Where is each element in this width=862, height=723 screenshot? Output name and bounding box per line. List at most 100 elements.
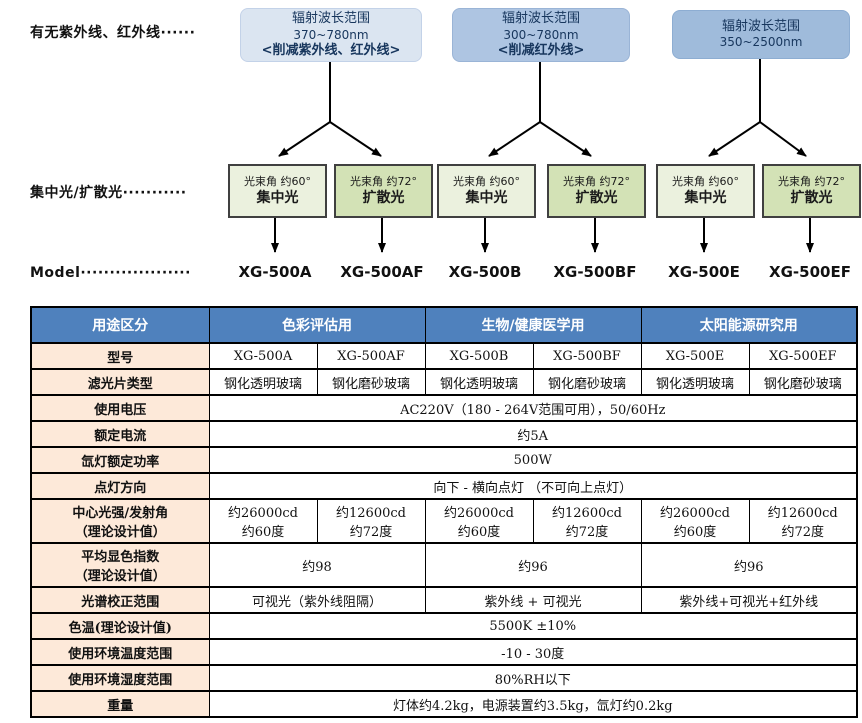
spec-cell: 约26000cd 约60度 bbox=[424, 498, 534, 544]
model-name: XG-500AF bbox=[340, 263, 424, 281]
beam-angle: 光束角 约72° bbox=[778, 174, 845, 188]
header-group-color: 色彩评估用 bbox=[208, 306, 426, 344]
table-row-current: 额定电流 约5A bbox=[30, 420, 858, 448]
spec-cell: 钢化透明玻璃 bbox=[640, 368, 750, 396]
spec-cell: 约98 bbox=[208, 542, 426, 588]
model-name: XG-500E bbox=[668, 263, 740, 281]
spec-cell: 约12600cd 约72度 bbox=[532, 498, 642, 544]
spec-cell: 500W bbox=[208, 446, 858, 474]
table-row-intensity-angle: 中心光强/发射角 （理论设计值） 约26000cd 约60度 约12600cd … bbox=[30, 498, 858, 544]
row-label: 重量 bbox=[30, 690, 210, 718]
beam-box-concentrated: 光束角 约60° 集中光 bbox=[437, 164, 536, 218]
beam-angle: 光束角 约72° bbox=[350, 174, 417, 188]
row-label: 额定电流 bbox=[30, 420, 210, 448]
spec-cell: XG-500BF bbox=[532, 342, 642, 370]
row-label: 滤光片类型 bbox=[30, 368, 210, 396]
row-label: 使用环境湿度范围 bbox=[30, 664, 210, 692]
spec-cell: AC220V（180 - 264V范围可用），50/60Hz bbox=[208, 394, 858, 422]
spec-cell: 紫外线+可视光+红外线 bbox=[640, 586, 858, 614]
model-selection-diagram: 有无紫外线、红外线······ 集中光/扩散光··········· Model… bbox=[0, 0, 862, 306]
table-row-spectral-range: 光谱校正范围 可视光（紫外线阻隔） 紫外线 + 可视光 紫外线+可视光+红外线 bbox=[30, 586, 858, 614]
row-label-model: Model··················· bbox=[30, 265, 191, 281]
beam-box-diffused: 光束角 约72° 扩散光 bbox=[547, 164, 646, 218]
spec-cell: 约5A bbox=[208, 420, 858, 448]
spec-cell: 80%RH以下 bbox=[208, 664, 858, 692]
wavelength-title: 辐射波长范围 bbox=[501, 11, 580, 27]
header-usage: 用途区分 bbox=[30, 306, 210, 344]
spec-cell: XG-500AF bbox=[316, 342, 426, 370]
flow-arrows bbox=[271, 56, 814, 253]
spec-cell: 约26000cd 约60度 bbox=[640, 498, 750, 544]
wavelength-note: <削减紫外线、红外线> bbox=[261, 42, 401, 58]
wavelength-title: 辐射波长范围 bbox=[721, 18, 800, 34]
spec-cell: 紫外线 + 可视光 bbox=[424, 586, 642, 614]
table-row-model: 型号 XG-500A XG-500AF XG-500B XG-500BF XG-… bbox=[30, 342, 858, 370]
wavelength-title: 辐射波长范围 bbox=[291, 11, 370, 27]
row-label: 中心光强/发射角 （理论设计值） bbox=[30, 498, 210, 544]
beam-box-concentrated: 光束角 约60° 集中光 bbox=[656, 164, 755, 218]
spec-cell: 钢化磨砂玻璃 bbox=[316, 368, 426, 396]
row-label: 色温(理论设计值) bbox=[30, 612, 210, 640]
beam-type: 扩散光 bbox=[575, 190, 618, 207]
wavelength-box-a: 辐射波长范围 370~780nm <削减紫外线、红外线> bbox=[240, 8, 422, 62]
beam-type: 集中光 bbox=[256, 190, 299, 207]
spec-cell: -10 - 30度 bbox=[208, 638, 858, 666]
spec-cell: XG-500E bbox=[640, 342, 750, 370]
spec-cell: 约96 bbox=[640, 542, 858, 588]
spec-cell: 约12600cd 约72度 bbox=[748, 498, 858, 544]
model-name: XG-500EF bbox=[769, 263, 851, 281]
spec-cell: XG-500B bbox=[424, 342, 534, 370]
spec-cell: 约12600cd 约72度 bbox=[316, 498, 426, 544]
row-label: 平均显色指数 （理论设计值） bbox=[30, 542, 210, 588]
spec-cell: 约96 bbox=[424, 542, 642, 588]
spec-cell: 灯体约4.2kg，电源装置约3.5kg，氙灯约0.2kg bbox=[208, 690, 858, 718]
row-label: 氙灯额定功率 bbox=[30, 446, 210, 474]
beam-box-concentrated: 光束角 约60° 集中光 bbox=[228, 164, 327, 218]
model-name: XG-500B bbox=[448, 263, 522, 281]
row-label: 使用环境温度范围 bbox=[30, 638, 210, 666]
wavelength-range: 300~780nm bbox=[503, 27, 579, 42]
table-row-voltage: 使用电压 AC220V（180 - 264V范围可用），50/60Hz bbox=[30, 394, 858, 422]
spec-cell: 钢化透明玻璃 bbox=[208, 368, 318, 396]
table-row-lighting-direction: 点灯方向 向下 - 横向点灯 （不可向上点灯） bbox=[30, 472, 858, 500]
table-row-cri: 平均显色指数 （理论设计值） 约98 约96 约96 bbox=[30, 542, 858, 588]
header-group-bio: 生物/健康医学用 bbox=[424, 306, 642, 344]
spec-cell: 可视光（紫外线阻隔） bbox=[208, 586, 426, 614]
table-row-humidity-range: 使用环境湿度范围 80%RH以下 bbox=[30, 664, 858, 692]
spec-table: 用途区分 色彩评估用 生物/健康医学用 太阳能源研究用 型号 XG-500A X… bbox=[30, 306, 858, 718]
beam-angle: 光束角 约72° bbox=[563, 174, 630, 188]
row-label: 点灯方向 bbox=[30, 472, 210, 500]
table-row-lamp-power: 氙灯额定功率 500W bbox=[30, 446, 858, 474]
wavelength-box-b: 辐射波长范围 300~780nm <削减红外线> bbox=[452, 8, 630, 62]
row-label: 型号 bbox=[30, 342, 210, 370]
wavelength-note: <削减红外线> bbox=[497, 42, 585, 58]
beam-type: 扩散光 bbox=[790, 190, 833, 207]
spec-cell: 向下 - 横向点灯 （不可向上点灯） bbox=[208, 472, 858, 500]
beam-box-diffused: 光束角 约72° 扩散光 bbox=[762, 164, 861, 218]
spec-cell: XG-500EF bbox=[748, 342, 858, 370]
beam-angle: 光束角 约60° bbox=[244, 174, 311, 188]
spec-cell: 钢化磨砂玻璃 bbox=[532, 368, 642, 396]
spec-cell: 钢化透明玻璃 bbox=[424, 368, 534, 396]
row-label: 使用电压 bbox=[30, 394, 210, 422]
table-row-temp-range: 使用环境温度范围 -10 - 30度 bbox=[30, 638, 858, 666]
beam-type: 扩散光 bbox=[362, 190, 405, 207]
model-name: XG-500BF bbox=[553, 263, 637, 281]
spec-cell: 钢化磨砂玻璃 bbox=[748, 368, 858, 396]
beam-type: 集中光 bbox=[684, 190, 727, 207]
row-label-beam: 集中光/扩散光··········· bbox=[30, 185, 187, 201]
wavelength-range: 370~780nm bbox=[293, 27, 369, 42]
wavelength-range: 350~2500nm bbox=[719, 35, 803, 50]
spec-cell: 约26000cd 约60度 bbox=[208, 498, 318, 544]
beam-angle: 光束角 约60° bbox=[453, 174, 520, 188]
spec-cell: XG-500A bbox=[208, 342, 318, 370]
row-label: 光谱校正范围 bbox=[30, 586, 210, 614]
table-row-color-temp: 色温(理论设计值) 5500K ±10% bbox=[30, 612, 858, 640]
wavelength-box-e: 辐射波长范围 350~2500nm bbox=[672, 10, 850, 59]
header-group-solar: 太阳能源研究用 bbox=[640, 306, 858, 344]
beam-box-diffused: 光束角 约72° 扩散光 bbox=[334, 164, 433, 218]
table-row-filter: 滤光片类型 钢化透明玻璃 钢化磨砂玻璃 钢化透明玻璃 钢化磨砂玻璃 钢化透明玻璃… bbox=[30, 368, 858, 396]
beam-type: 集中光 bbox=[465, 190, 508, 207]
model-name: XG-500A bbox=[238, 263, 312, 281]
